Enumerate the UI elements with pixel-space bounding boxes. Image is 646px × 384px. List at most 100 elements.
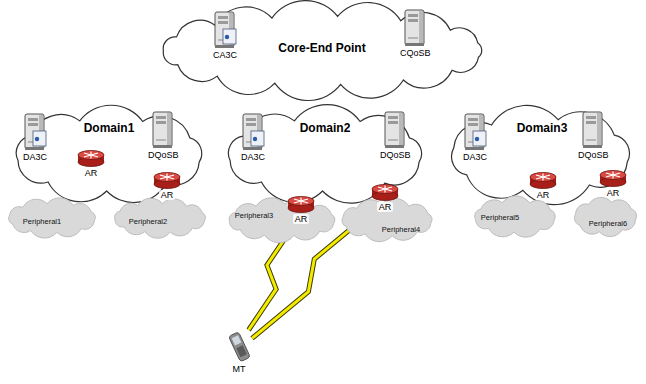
network-cloud: DA3C DQoSB Domain1 — [3, 105, 215, 205]
cloud-label: Core-End Point — [278, 42, 365, 56]
server-node: DA3C — [238, 112, 268, 162]
server-drive — [156, 121, 166, 124]
server-label: DA3C — [241, 152, 265, 162]
phone-screen — [232, 335, 242, 345]
server-drive — [218, 21, 228, 24]
router-arrow — [542, 174, 543, 181]
server-base — [405, 43, 424, 46]
router-arrow — [612, 172, 613, 179]
server-node: CA3C — [210, 10, 240, 60]
cloud-path — [228, 105, 421, 204]
cloud-label: Domain3 — [517, 122, 568, 136]
server-base — [385, 145, 404, 148]
router-top — [372, 185, 398, 194]
router-label: AR — [377, 202, 394, 212]
server-drive — [246, 118, 256, 121]
server-body — [385, 112, 404, 147]
badge-dot — [253, 137, 257, 141]
cloud-path — [9, 198, 96, 238]
access-router: AR — [598, 168, 628, 198]
router-top — [600, 171, 626, 180]
server-drive — [408, 19, 418, 22]
server-drive — [408, 14, 418, 17]
server-icon — [460, 112, 490, 152]
server-body — [583, 112, 602, 147]
peripheral-label: Peripheral5 — [481, 214, 519, 223]
server-body — [153, 112, 172, 147]
server-vent — [408, 38, 418, 39]
server-drive — [156, 116, 166, 119]
router-top — [154, 173, 180, 182]
network-cloud: DA3C DQoSB Domain2 — [215, 105, 435, 205]
access-router: AR — [286, 194, 316, 224]
router-icon — [598, 168, 628, 188]
server-drive — [388, 121, 398, 124]
router-icon — [76, 148, 106, 168]
server-base — [243, 147, 262, 150]
server-drive — [218, 16, 228, 19]
cloud-path — [16, 105, 201, 202]
cloud-path — [163, 1, 482, 101]
server-drive — [586, 121, 596, 124]
cloud-path — [229, 198, 335, 243]
cloud-label: Domain1 — [84, 122, 135, 136]
badge-card — [33, 131, 46, 146]
server-label: DQoSB — [578, 150, 609, 160]
router-top — [78, 151, 104, 160]
access-router: AR — [152, 170, 182, 200]
server-side — [597, 113, 601, 146]
peripheral-label: Peripheral3 — [235, 212, 273, 221]
badge-dot — [475, 137, 479, 141]
peripheral-label: Peripheral4 — [382, 226, 420, 235]
server-side — [419, 11, 423, 44]
router-label: AR — [535, 190, 552, 200]
server-base — [583, 145, 602, 148]
network-cloud: CA3CCQoSBCore-End Point — [150, 3, 495, 98]
server-icon — [148, 110, 178, 150]
router-icon — [370, 182, 400, 202]
server-drive — [468, 118, 478, 121]
router-icon — [152, 170, 182, 190]
peripheral-cloud: Peripheral1 — [2, 198, 102, 238]
peripheral-cloud: Peripheral6 — [568, 196, 643, 238]
peripheral-label: Peripheral6 — [589, 220, 627, 229]
server-label: DA3C — [23, 152, 47, 162]
peripheral-label: Peripheral2 — [129, 218, 167, 227]
server-drive — [586, 116, 596, 119]
phone-body — [229, 332, 251, 362]
router-arrow — [384, 186, 385, 193]
phone-keys — [236, 345, 247, 357]
server-vent — [586, 140, 596, 141]
server-base — [465, 147, 484, 150]
cloud-label: Domain2 — [300, 122, 351, 136]
badge-card — [473, 131, 486, 146]
cloud-path — [452, 105, 630, 204]
server-label: DQoSB — [148, 150, 179, 160]
access-router: AR — [76, 148, 106, 178]
router-arrow — [300, 198, 301, 205]
router-label: AR — [83, 168, 100, 178]
router-label: AR — [159, 190, 176, 200]
server-icon — [238, 112, 268, 152]
router-icon — [286, 194, 316, 214]
router-top — [288, 197, 314, 206]
server-icon — [210, 10, 240, 50]
router-label: AR — [605, 188, 622, 198]
phone-group — [229, 332, 251, 362]
server-drive — [28, 118, 38, 121]
server-vent — [156, 140, 166, 141]
server-base — [153, 145, 172, 148]
cloud-path — [342, 198, 432, 241]
peripheral-outline — [222, 198, 342, 242]
server-node: DA3C — [20, 112, 50, 162]
peripheral-cloud: Peripheral3 — [222, 198, 342, 242]
server-side — [399, 113, 403, 146]
server-side — [167, 113, 171, 146]
server-node: DQoSB — [578, 110, 609, 160]
access-router: AR — [370, 182, 400, 212]
server-drive — [246, 123, 256, 126]
server-label: DQoSB — [380, 150, 411, 160]
cloud-path — [574, 197, 636, 236]
